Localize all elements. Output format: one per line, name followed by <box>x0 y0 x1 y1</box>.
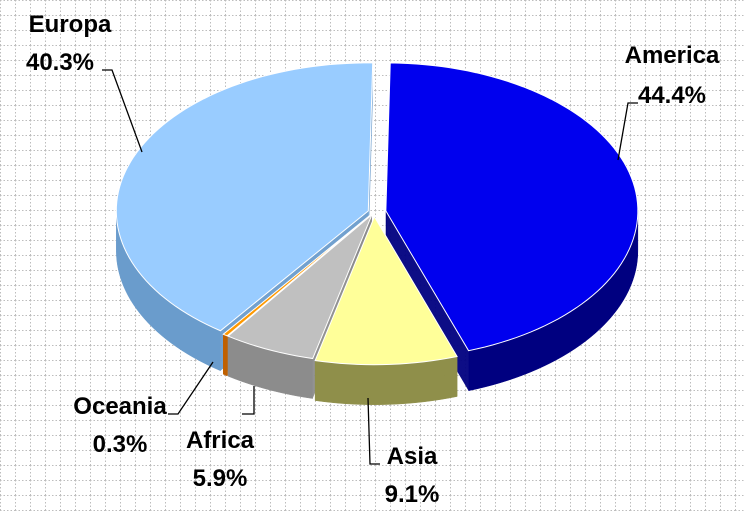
slice-asia <box>314 215 458 366</box>
leader-lines <box>102 69 638 465</box>
slice-labels: America 44.4% Asia 9.1% Africa 5.9% Oceania 0.3… <box>26 11 720 508</box>
leader-line-oceania <box>168 361 214 415</box>
slice-name-asia: Asia <box>387 443 438 470</box>
slice-europa <box>115 62 374 332</box>
leader-line-africa <box>242 386 255 415</box>
slice-oceania <box>222 214 372 337</box>
slice-name-africa: Africa <box>186 427 255 454</box>
slice-name-oceania: Oceania <box>73 393 167 420</box>
slice-value-europa: 40.3% <box>26 49 94 76</box>
slice-africa <box>227 214 373 360</box>
slice-name-europa: Europa <box>29 11 112 38</box>
leader-line-europa <box>102 69 143 153</box>
slice-america <box>385 62 639 352</box>
slice-name-america: America <box>625 42 720 69</box>
slice-value-america: 44.4% <box>638 82 706 109</box>
pie-tops <box>115 62 639 366</box>
leader-line-asia <box>367 397 380 465</box>
slice-value-asia: 9.1% <box>385 481 440 508</box>
leader-line-america <box>617 102 638 161</box>
slice-value-africa: 5.9% <box>193 465 248 492</box>
slice-value-oceania: 0.3% <box>93 431 148 458</box>
